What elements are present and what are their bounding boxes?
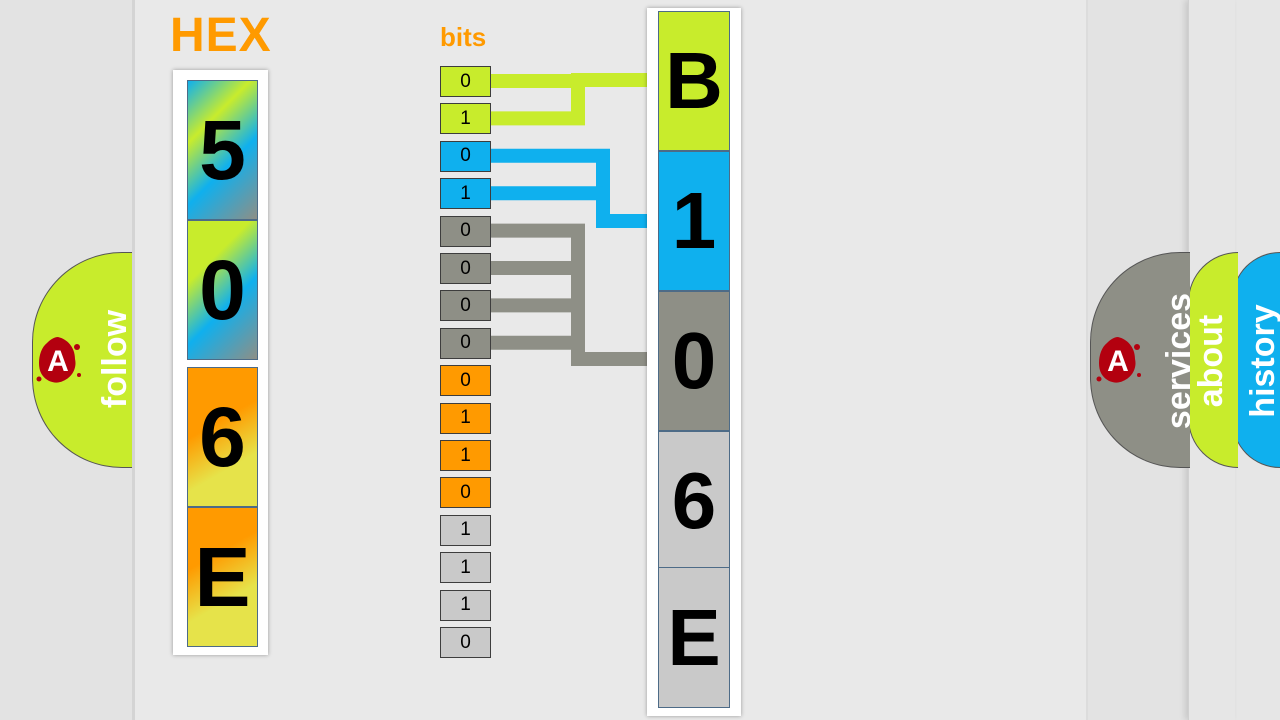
bit-box: 0 bbox=[440, 290, 491, 322]
bit-box: 0 bbox=[440, 66, 491, 97]
wire-result bbox=[491, 73, 647, 88]
result-digit: 1 bbox=[658, 151, 730, 291]
tab-label-follow: follow bbox=[96, 309, 132, 409]
hex-digit: 0 bbox=[187, 220, 258, 360]
tab-label-services: services bbox=[1160, 292, 1190, 430]
bit-box: 0 bbox=[440, 327, 491, 359]
hex-digit: 5 bbox=[187, 80, 258, 220]
history-tab[interactable]: history bbox=[1232, 252, 1280, 468]
bit-box: 1 bbox=[440, 440, 491, 471]
logo-letter: A bbox=[1107, 345, 1129, 378]
bit-box: 1 bbox=[440, 514, 491, 546]
bit-box: 0 bbox=[440, 627, 491, 658]
logo-letter: A bbox=[47, 345, 69, 378]
wire-result bbox=[491, 223, 647, 366]
bit-box: 0 bbox=[440, 215, 491, 247]
hex-title: HEX bbox=[170, 9, 272, 62]
hex-digit: 6 bbox=[187, 367, 258, 507]
brand-logo-icon: A bbox=[1093, 333, 1143, 387]
result-digit: B bbox=[658, 11, 730, 151]
bit-box: 1 bbox=[440, 103, 491, 135]
result-digit: E bbox=[658, 567, 730, 708]
bit-box: 1 bbox=[440, 178, 491, 210]
hex-digit: E bbox=[187, 507, 258, 647]
brand-logo-icon: A bbox=[33, 333, 83, 387]
bit-box: 0 bbox=[440, 253, 491, 284]
about-tab[interactable]: about bbox=[1188, 252, 1238, 468]
bits-title: bits bbox=[440, 22, 487, 52]
tab-label-history: history bbox=[1244, 304, 1280, 418]
bit-box: 1 bbox=[440, 589, 491, 621]
bit-box: 1 bbox=[440, 402, 491, 434]
result-digit: 6 bbox=[658, 431, 730, 571]
wire-result bbox=[491, 81, 585, 126]
bit-box: 1 bbox=[440, 552, 491, 584]
bit-box: 0 bbox=[440, 477, 491, 509]
result-digit: 0 bbox=[658, 291, 730, 431]
bit-box: 0 bbox=[440, 365, 491, 397]
bit-box: 0 bbox=[440, 140, 491, 172]
tab-label-about: about bbox=[1192, 314, 1230, 408]
